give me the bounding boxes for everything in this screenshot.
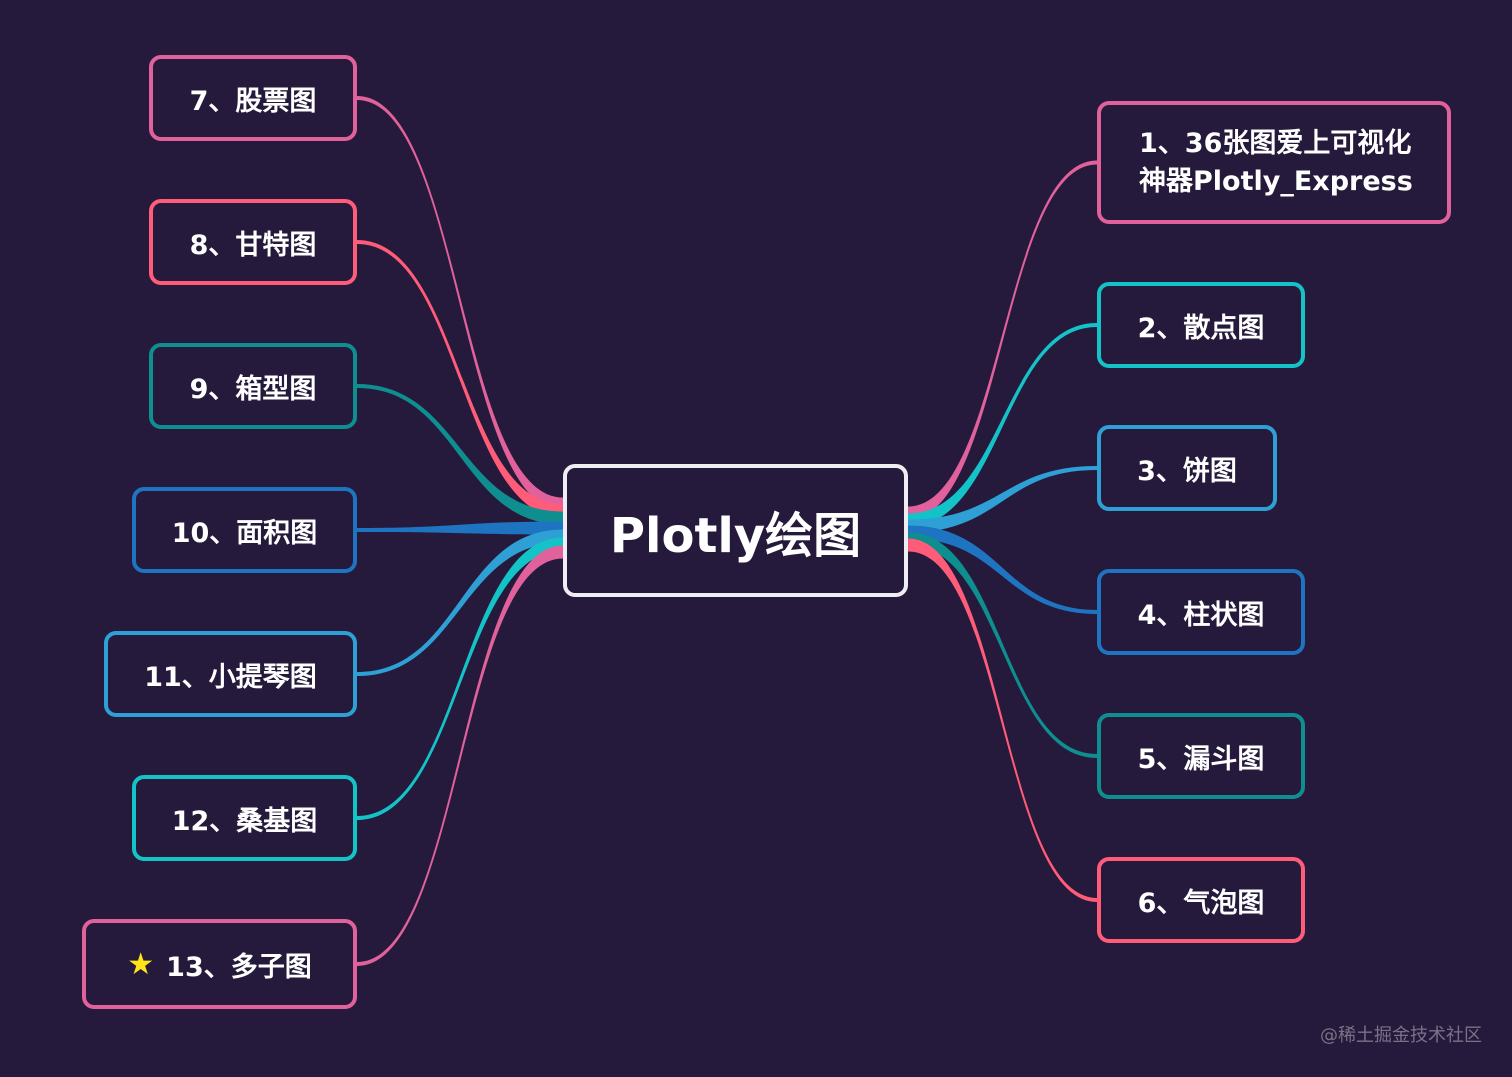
- topic-node-8[interactable]: 8、甘特图: [149, 199, 357, 285]
- watermark: @稀土掘金技术社区: [1320, 1025, 1482, 1046]
- connector-n1: [908, 160, 1097, 520]
- connector-n7: [357, 96, 563, 511]
- topic-node-4-label: 4、柱状图: [1137, 599, 1265, 631]
- topic-node-13[interactable]: ★ 13、多子图: [82, 919, 357, 1009]
- topic-node-7-label: 7、股票图: [189, 85, 317, 117]
- topic-node-13-label: 13、多子图: [166, 951, 312, 983]
- topic-node-3-label: 3、饼图: [1137, 455, 1237, 487]
- connector-n8: [357, 240, 563, 518]
- topic-node-5-label: 5、漏斗图: [1137, 743, 1265, 775]
- topic-node-5[interactable]: 5、漏斗图: [1097, 713, 1305, 799]
- connector-n11: [357, 529, 563, 676]
- topic-node-6-label: 6、气泡图: [1137, 887, 1265, 919]
- topic-node-11-label: 11、小提琴图: [144, 661, 317, 693]
- root-node-label: Plotly绘图: [609, 507, 862, 564]
- connector-n12: [357, 537, 563, 820]
- topic-node-2-label: 2、散点图: [1137, 312, 1265, 344]
- connector-n3: [908, 466, 1097, 533]
- topic-node-12[interactable]: 12、桑基图: [132, 775, 357, 861]
- connector-n6: [908, 538, 1097, 902]
- connector-n4: [908, 525, 1097, 614]
- topic-node-11[interactable]: 11、小提琴图: [104, 631, 357, 717]
- topic-node-4[interactable]: 4、柱状图: [1097, 569, 1305, 655]
- topic-node-8-label: 8、甘特图: [189, 229, 317, 261]
- topic-node-1-label: 1、36张图爱上可视化 神器Plotly_Express: [1139, 127, 1413, 197]
- topic-node-7[interactable]: 7、股票图: [149, 55, 357, 141]
- topic-node-2[interactable]: 2、散点图: [1097, 282, 1305, 368]
- topic-node-12-label: 12、桑基图: [171, 805, 318, 837]
- connector-n5: [908, 532, 1097, 758]
- connector-n13: [357, 545, 563, 966]
- topic-node-9-label: 9、箱型图: [189, 373, 317, 405]
- topic-node-10[interactable]: 10、面积图: [132, 487, 357, 573]
- root-node[interactable]: Plotly绘图: [563, 464, 908, 597]
- topic-node-1[interactable]: 1、36张图爱上可视化 神器Plotly_Express: [1097, 101, 1451, 224]
- connector-n2: [908, 323, 1097, 527]
- topic-node-10-label: 10、面积图: [171, 517, 318, 549]
- star-icon: ★: [127, 946, 155, 982]
- connector-n10: [357, 521, 563, 535]
- topic-node-6[interactable]: 6、气泡图: [1097, 857, 1305, 943]
- topic-node-9[interactable]: 9、箱型图: [149, 343, 357, 429]
- connector-n9: [357, 384, 563, 525]
- topic-node-3[interactable]: 3、饼图: [1097, 425, 1277, 511]
